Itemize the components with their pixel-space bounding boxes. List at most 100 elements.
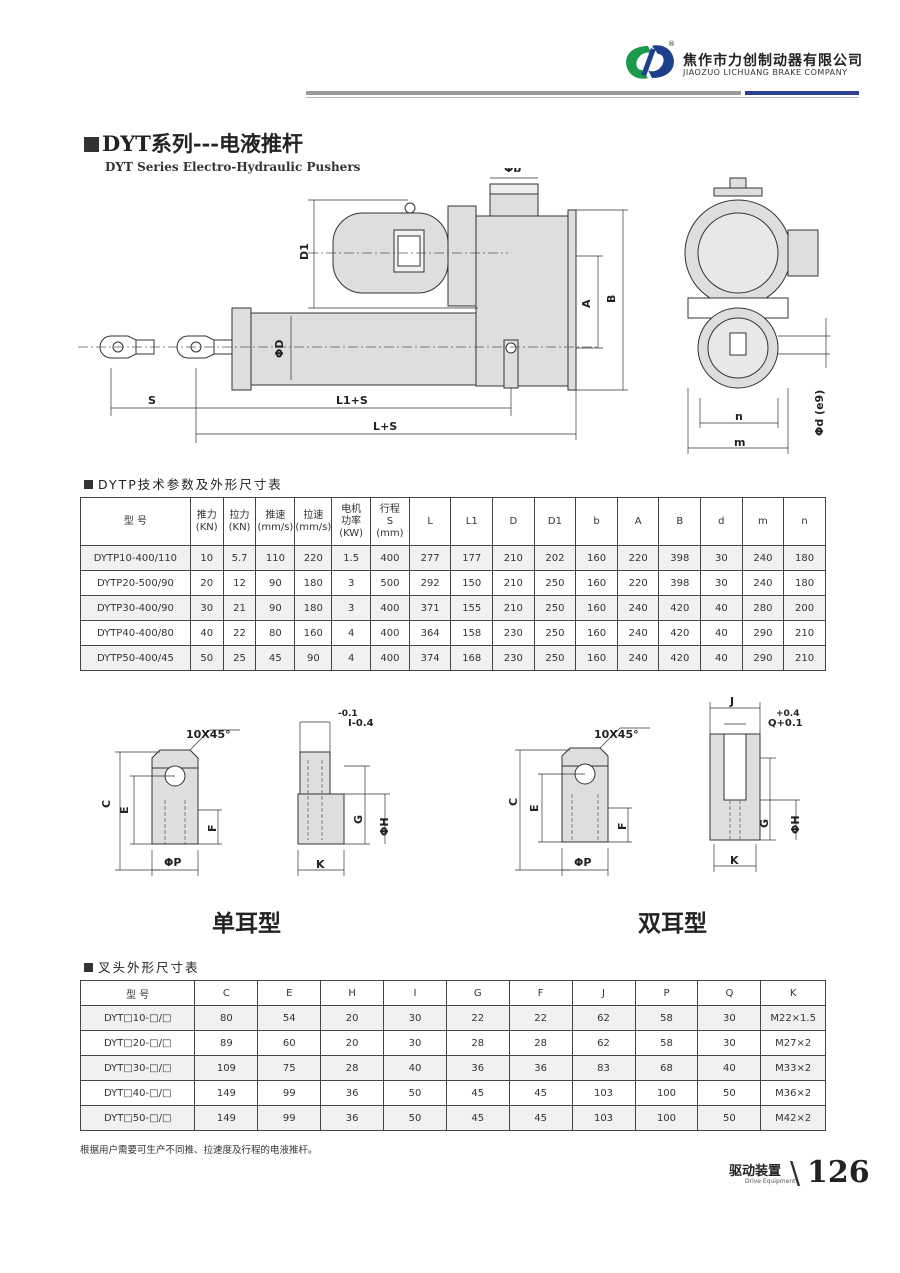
- table1-cell: 90: [294, 645, 333, 671]
- table1-cell: 4: [331, 645, 372, 671]
- table2-cell: 30: [383, 1005, 447, 1031]
- table2-header-cell: K: [760, 980, 826, 1006]
- table2-cell: DYT□10-□/□: [79, 1005, 196, 1031]
- single-ear-type-label: 单耳型: [212, 910, 281, 937]
- dim-E-double: E: [528, 804, 541, 812]
- table1-cell: 160: [575, 595, 618, 621]
- table1-cell: 160: [575, 645, 618, 671]
- table1-header-text: n: [801, 515, 808, 527]
- table2-cell: 60: [257, 1030, 322, 1056]
- table1-cell: 50: [189, 645, 224, 671]
- table2-cell: M33×2: [760, 1055, 826, 1081]
- dim-G-single: G: [352, 815, 365, 824]
- table2-header-cell: Q: [697, 980, 762, 1006]
- table1-cell: DYTP50-400/45: [80, 645, 191, 671]
- table2-cell: 99: [257, 1105, 322, 1131]
- table1-cell: 168: [450, 645, 494, 671]
- cylinder: [250, 312, 477, 386]
- table1-header-text: S: [386, 515, 394, 527]
- dim-m: m: [734, 436, 745, 449]
- table1-header-cell: d: [700, 497, 743, 546]
- table2-cell: 58: [634, 1030, 699, 1056]
- table1-header-text: 型 号: [123, 515, 147, 527]
- table1-header-text: A: [634, 515, 642, 527]
- tech-params-table: 型 号推力(KN)拉力(KN)推速(mm/s)拉速(mm/s)电机功率(KW)行…: [80, 497, 826, 671]
- table2-cell: 62: [571, 1030, 636, 1056]
- table2-cell: 45: [445, 1105, 510, 1131]
- table1-cell: 110: [255, 545, 296, 571]
- table1-header-text: D: [509, 515, 518, 527]
- footer-section-label: 驱动装置: [729, 1164, 782, 1179]
- table2-title-text: 叉头外形尺寸表: [98, 960, 200, 975]
- dim-tol-Q-upper: +0.4: [776, 709, 799, 719]
- table1-cell: 202: [533, 545, 577, 571]
- table1-cell: 220: [616, 545, 660, 571]
- table1-header-cell: D: [492, 497, 535, 546]
- dim-F-single: F: [206, 824, 219, 832]
- header-rule-blue: [745, 91, 859, 95]
- table1-header-text: 拉力: [229, 509, 250, 521]
- table2-cell: 54: [257, 1005, 322, 1031]
- table1-title: DYTP技术参数及外形尺寸表: [84, 474, 283, 493]
- table2-cell: 36: [445, 1055, 510, 1081]
- table1-cell: 30: [189, 595, 224, 621]
- motor-flange: [447, 205, 477, 307]
- table1-cell: 400: [370, 645, 410, 671]
- dim-A: A: [580, 299, 593, 308]
- table1-cell: 200: [783, 595, 826, 621]
- table1-cell: 158: [450, 620, 494, 646]
- table1-header-cell: 推速(mm/s): [255, 497, 296, 546]
- table2-cell: 83: [571, 1055, 636, 1081]
- dim-P-double: ΦP: [574, 856, 591, 869]
- table1-header-cell: 拉力(KN): [222, 497, 257, 546]
- dim-H-single: ΦH: [378, 817, 391, 836]
- table1-cell: 398: [658, 570, 702, 596]
- table1-cell: 180: [294, 570, 333, 596]
- table2-cell: 103: [571, 1105, 636, 1131]
- table2-cell: 58: [634, 1005, 699, 1031]
- table1-cell: 400: [370, 595, 410, 621]
- table1-cell: DYTP20-500/90: [80, 570, 191, 596]
- table1-cell: 371: [408, 595, 452, 621]
- table1-header-text: d: [718, 515, 725, 527]
- table2-cell: M36×2: [760, 1080, 826, 1106]
- table1-cell: 40: [700, 645, 743, 671]
- table2-header-cell: I: [383, 980, 447, 1006]
- table1-cell: 40: [700, 620, 743, 646]
- table1-cell: 45: [255, 645, 296, 671]
- table1-cell: 240: [616, 645, 660, 671]
- table1-cell: 400: [370, 545, 410, 571]
- table1-cell: 210: [783, 645, 826, 671]
- table1-cell: 22: [222, 620, 257, 646]
- table1-cell: 3: [331, 595, 372, 621]
- dim-chamfer-double: 10X45°: [594, 728, 639, 741]
- table1-header-cell: B: [658, 497, 702, 546]
- table1-cell: 290: [741, 645, 785, 671]
- table1-cell: 420: [658, 645, 702, 671]
- dim-phi-d: Φd (e9): [813, 390, 826, 436]
- header-rule-thin: [306, 97, 859, 98]
- table2-cell: 30: [697, 1030, 762, 1056]
- dim-E-single: E: [118, 806, 131, 814]
- table1-header-cell: D1: [533, 497, 577, 546]
- table1-header-cell: A: [616, 497, 660, 546]
- table1-cell: 25: [222, 645, 257, 671]
- table1-header-cell: m: [741, 497, 785, 546]
- table2-cell: 45: [508, 1080, 573, 1106]
- table1-header-text: m: [758, 515, 768, 527]
- table1-cell: 400: [370, 620, 410, 646]
- table2-cell: 36: [508, 1055, 573, 1081]
- table1-header-text: 推速: [265, 509, 286, 521]
- table1-cell: 150: [450, 570, 494, 596]
- table1-header-cell: n: [783, 497, 826, 546]
- table1-cell: 21: [222, 595, 257, 621]
- table2-cell: 28: [508, 1030, 573, 1056]
- table1-header-text: B: [676, 515, 684, 527]
- table1-cell: 220: [616, 570, 660, 596]
